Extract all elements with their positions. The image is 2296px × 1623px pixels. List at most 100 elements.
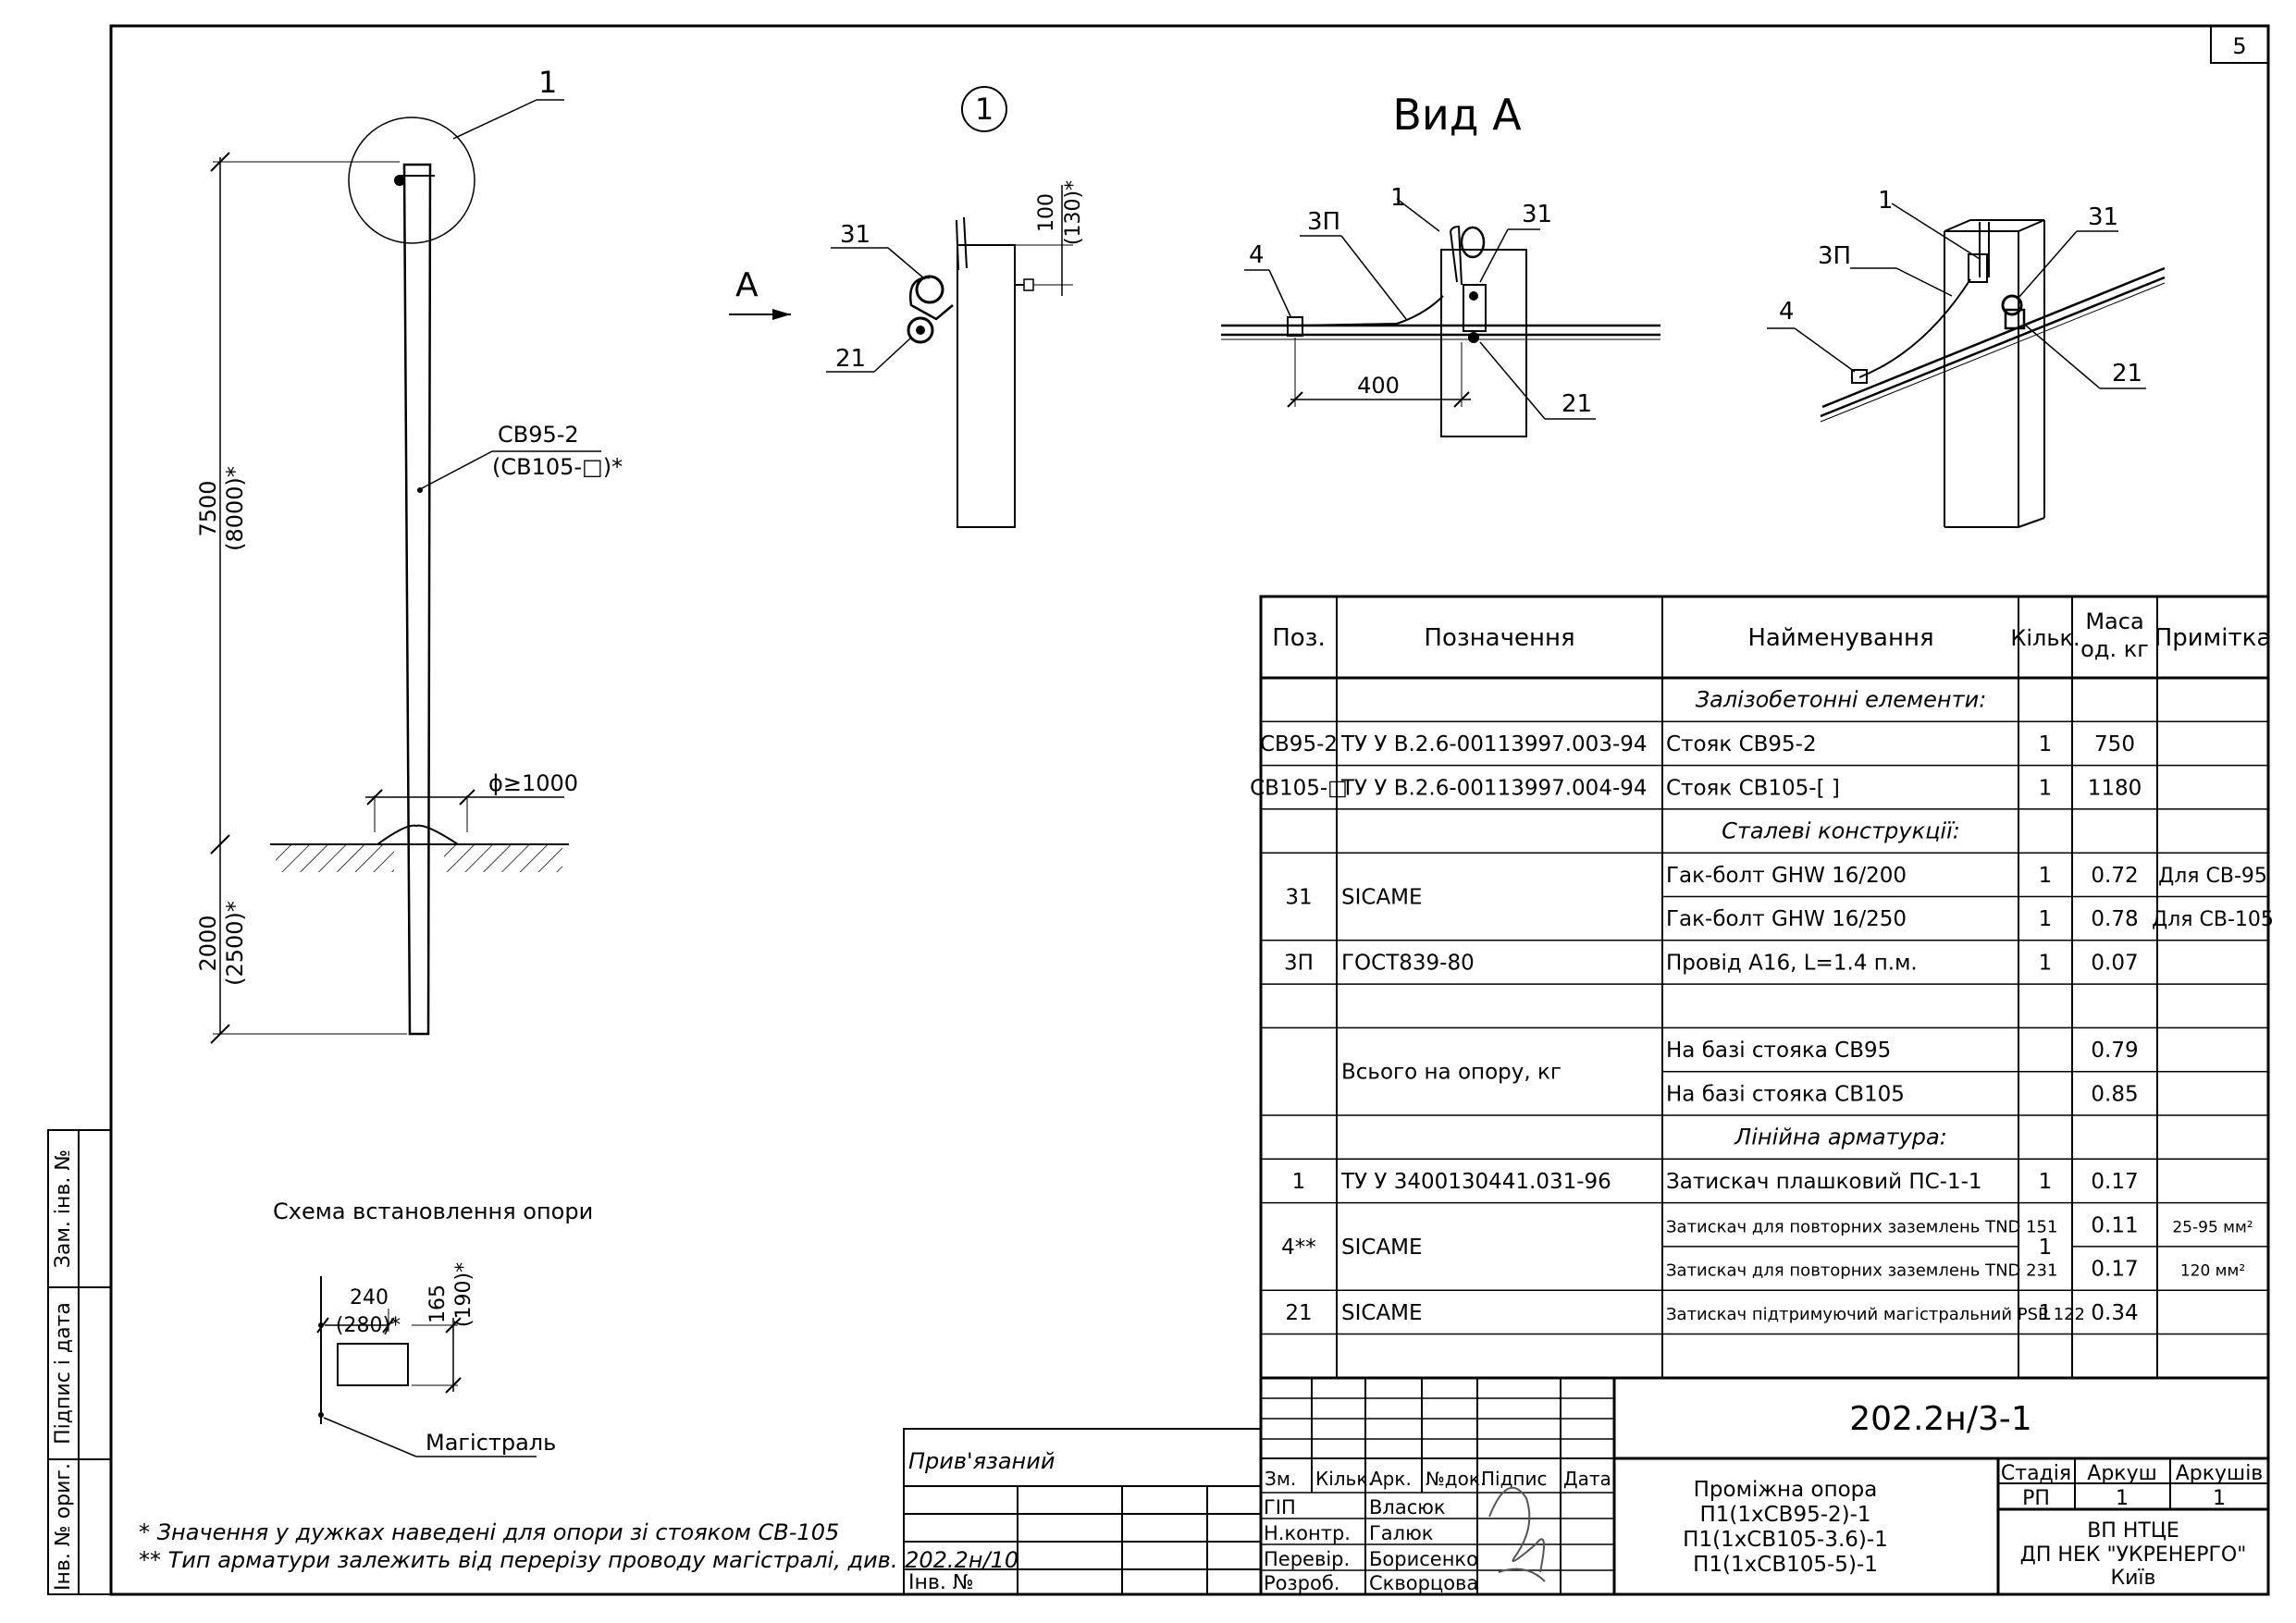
pole-base-alt: (2500)* [222, 901, 248, 986]
cell-pos: 4** [1281, 1236, 1316, 1260]
view-a-dim-400: 400 [1357, 373, 1400, 399]
iso-label-4: 4 [1779, 298, 1795, 326]
pole-height-alt: (8000)* [222, 466, 248, 551]
stamp-name-4: Скворцова [1369, 1572, 1478, 1594]
cell-name: Провід А16, L=1.4 п.м. [1666, 951, 1918, 975]
cell-mass: 0.17 [2091, 1170, 2138, 1194]
title-block: Прив'язаний Інв. № Зм. Кільк. Арк. №док.… [903, 1376, 2270, 1596]
cell-qty: 1 [2039, 951, 2053, 975]
cell-name: Лінійна арматура: [1734, 1125, 1947, 1150]
pole-elevation: 1 7500 (8000)* 2000 (2500)* СВ95-2 (СВ10… [195, 65, 623, 1044]
cell-name: На базі стояка СВ95 [1666, 1039, 1891, 1063]
cell-qty: 1 [2039, 776, 2053, 800]
cell-mass: 750 [2094, 732, 2135, 756]
drawing-code: 202.2н/3-1 [1849, 1400, 2032, 1438]
view-a-label-31: 31 [1522, 201, 1552, 228]
cell-pos: 31 [1285, 886, 1312, 910]
detail-ref: 1 [975, 92, 994, 127]
cell-pos: 3П [1284, 951, 1314, 975]
scheme-dim-w: 240 [350, 1286, 389, 1309]
cell-qty: 1 [2039, 732, 2053, 756]
stamp-col-pidpys: Підпис [1481, 1468, 1548, 1490]
sheet-label: Аркуш [2087, 1462, 2156, 1485]
cell-mass: 0.79 [2091, 1039, 2138, 1063]
view-a-label-1: 1 [1390, 184, 1406, 212]
cell-name: Затискач для повторних заземлень TND 151 [1666, 1217, 2057, 1236]
signature-icon [1488, 1486, 1546, 1582]
cell-mass: 0.11 [2091, 1213, 2138, 1237]
note-1: * Значення у дужках наведені для опори з… [139, 1519, 839, 1545]
cell-mass: 0.78 [2091, 907, 2138, 931]
detail-circle [348, 117, 475, 244]
sheet-number-box [2210, 25, 2269, 64]
detail-dim-main: 100 [1035, 193, 1058, 232]
cell-pos: СВ105-□ [1250, 776, 1348, 800]
org-line-2: ДП НЕК "УКРЕНЕРГО" [2020, 1543, 2247, 1567]
scheme-title: Схема встановлення опори [273, 1199, 593, 1224]
cell-des: SICAME [1341, 886, 1423, 910]
iso-label-3p: 3П [1818, 242, 1851, 270]
sheet-number: 5 [2232, 33, 2246, 59]
cell-name: Залізобетонні елементи: [1696, 687, 1987, 713]
th-note: Примітка [2154, 624, 2272, 652]
sheets-value: 1 [2213, 1487, 2226, 1510]
th-pos: Поз. [1272, 624, 1326, 652]
cell-note: 25-95 мм² [2172, 1218, 2253, 1236]
org-line-1: ВП НТЦЕ [2087, 1519, 2179, 1543]
cell-des: ТУ У 3400130441.031-96 [1340, 1170, 1611, 1194]
view-a-title: Вид А [1392, 90, 1522, 140]
stamp-role-3: Перевір. [1264, 1548, 1350, 1570]
title-line-4: П1(1хСВ105-5)-1 [1693, 1553, 1878, 1577]
iso-view: 1 3П 31 4 21 [1767, 187, 2166, 528]
title-line-3: П1(1хСВ105-3.6)-1 [1683, 1528, 1888, 1552]
title-line-1: Проміжна опора [1694, 1478, 1878, 1502]
cell-mass: 0.07 [2091, 951, 2138, 975]
stamp-role-1: ГІП [1264, 1496, 1296, 1518]
cell-name: Стояк СВ95-2 [1666, 732, 1817, 756]
cell-name: Затискач для повторних заземлень TND 231 [1666, 1261, 2057, 1281]
cell-pos: СВ95-2 [1260, 732, 1338, 756]
stamp-name-1: Власюк [1369, 1496, 1446, 1518]
th-mass-1: Маса [2085, 609, 2143, 634]
side-stamp-inv: Інв. № ориг. [52, 1463, 75, 1591]
view-a-label-21: 21 [1562, 390, 1592, 418]
view-a-label-4: 4 [1249, 241, 1265, 269]
stamp-role-4: Розроб. [1264, 1572, 1339, 1594]
th-designation: Позначення [1424, 624, 1574, 652]
cell-qty: 1 [2039, 864, 2053, 888]
pole-callout: 1 [538, 65, 557, 100]
cell-des: ТУ У В.2.6-00113997.003-94 [1340, 732, 1648, 756]
stamp-col-data: Дата [1563, 1468, 1611, 1490]
pole-type-alt: (СВ105-□)* [492, 454, 623, 480]
cell-name: Гак-болт GHW 16/200 [1666, 864, 1907, 888]
note-2: ** Тип арматури залежить від перерізу пр… [139, 1547, 1018, 1573]
iso-label-1: 1 [1878, 187, 1894, 215]
view-a-arrow-label: А [735, 266, 759, 304]
stamp-name-2: Галюк [1369, 1522, 1433, 1544]
detail-view: 1 А 100 (130)* 31 21 [729, 86, 1085, 528]
org-line-3: Київ [2111, 1567, 2156, 1590]
th-mass-2: од. кг [2080, 636, 2149, 662]
cell-name: Стояк СВ105-[ ] [1666, 776, 1840, 800]
title-line-2: П1(1хСВ95-2)-1 [1699, 1503, 1870, 1527]
scheme-dim-h: 165 [426, 1285, 450, 1323]
stamp-col-kilk: Кільк. [1315, 1468, 1374, 1490]
detail-dim-alt: (130)* [1062, 180, 1085, 245]
cell-note: Для СВ-105 [2152, 908, 2274, 931]
stamp-col-ark: Арк. [1370, 1468, 1412, 1490]
cell-des: ТУ У В.2.6-00113997.004-94 [1340, 776, 1648, 800]
th-name: Найменування [1747, 624, 1933, 652]
view-a: Вид А 1 3П 31 4 21 400 [1221, 90, 1660, 437]
cell-des: Всього на опору, кг [1341, 1061, 1562, 1085]
iso-label-31: 31 [2088, 203, 2118, 231]
pole-type-main: СВ95-2 [498, 422, 579, 448]
th-qty: Кільк. [2010, 625, 2080, 651]
pole-diameter: ϕ≥1000 [488, 770, 578, 796]
scheme-dim-w-alt: (280)* [336, 1314, 401, 1337]
scheme-dim-h-alt: (190)* [452, 1262, 475, 1327]
cell-note: 120 мм² [2180, 1262, 2245, 1281]
cell-mass: 0.17 [2091, 1258, 2138, 1282]
stamp-name-3: Борисенко [1369, 1548, 1478, 1570]
sheets-label: Аркушів [2176, 1462, 2264, 1485]
